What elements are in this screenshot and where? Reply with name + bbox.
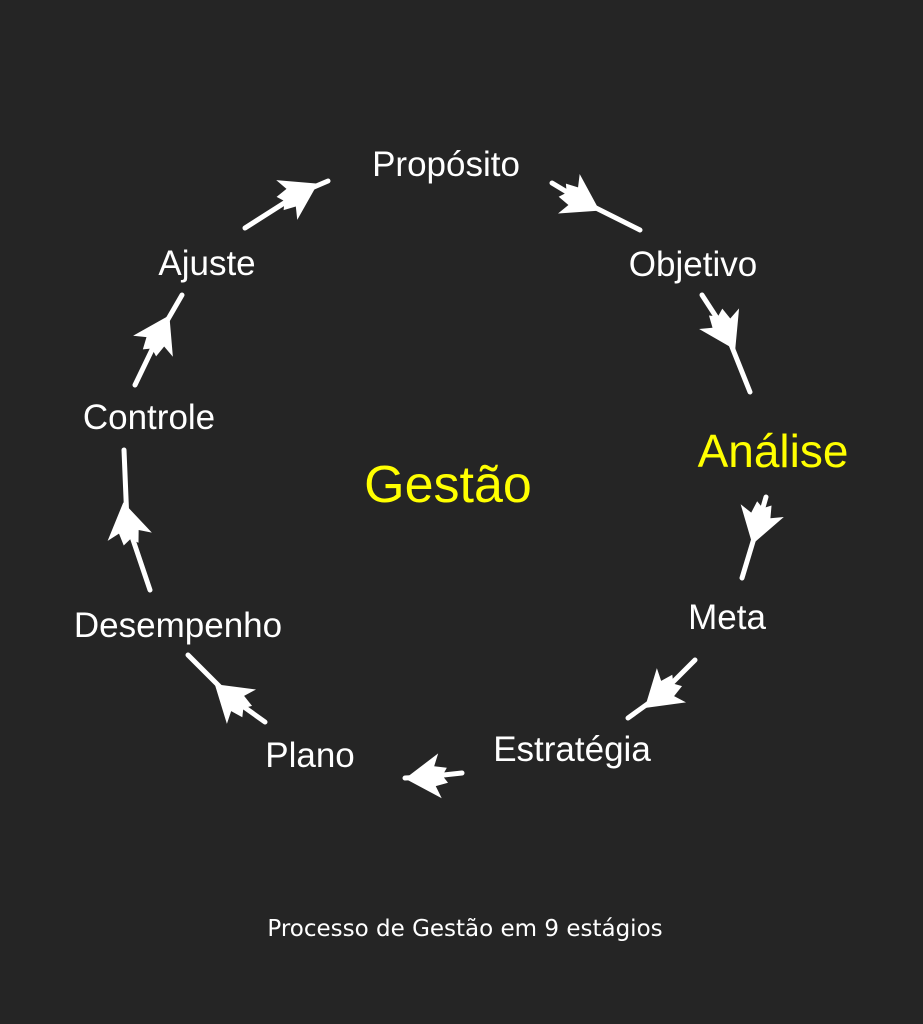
arrow-analise-meta (739, 494, 784, 581)
arrow-desempenho-controle (107, 447, 153, 593)
arrow-estrategia-plano (402, 753, 465, 799)
stage-ajuste: Ajuste (158, 244, 256, 283)
stage-analise: Análise (697, 425, 849, 477)
stage-meta: Meta (688, 598, 766, 637)
stage-estrategia: Estratégia (493, 730, 651, 769)
caption: Processo de Gestão em 9 estágios (267, 916, 663, 942)
stage-objetivo: Objetivo (628, 245, 758, 284)
arrow-controle-ajuste (132, 292, 185, 388)
stage-plano: Plano (265, 736, 355, 775)
stage-proposito: Propósito (372, 145, 520, 184)
center-label: Gestão (364, 456, 532, 514)
stage-desempenho: Desempenho (73, 606, 283, 645)
arrow-meta-estrategia (625, 657, 698, 721)
arrow-objetivo-analise (699, 292, 753, 395)
arrow-proposito-objetivo (549, 174, 643, 233)
arrow-plano-desempenho (185, 652, 268, 725)
arrow-ajuste-proposito (242, 178, 331, 231)
stage-controle: Controle (82, 398, 216, 437)
